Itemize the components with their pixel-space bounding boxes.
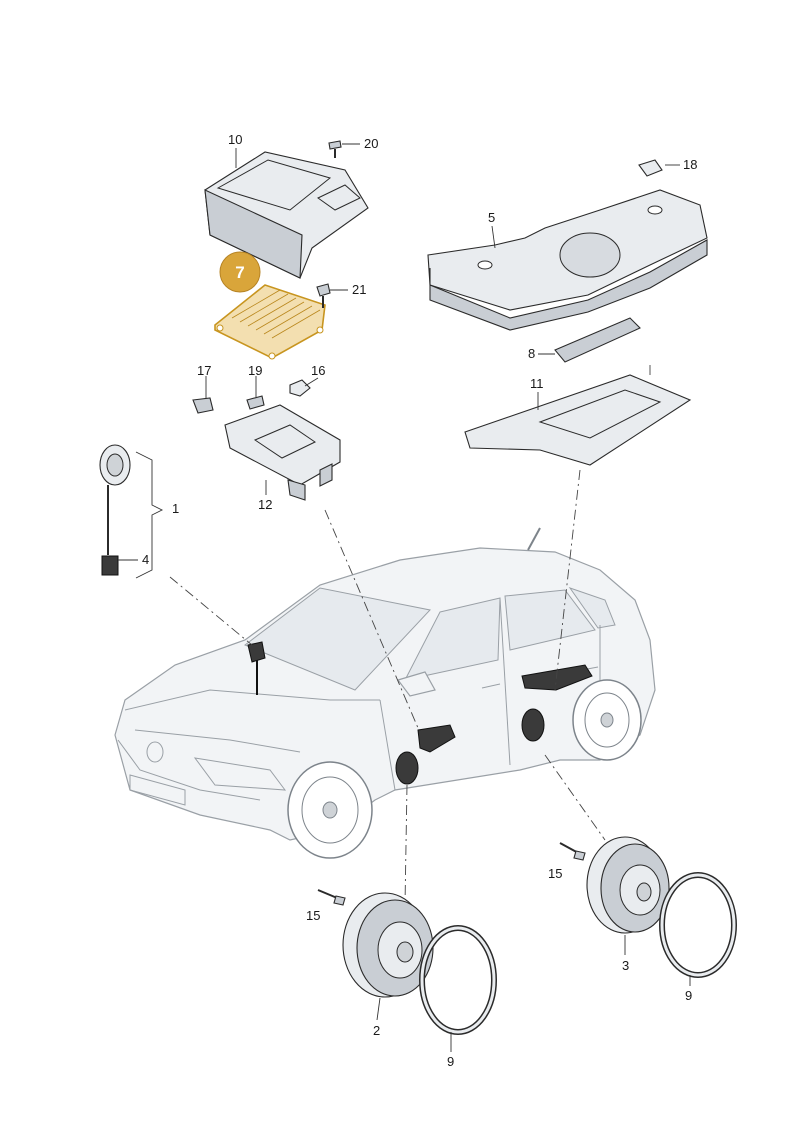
part-19 [246, 395, 265, 410]
part-housing-5 [427, 189, 708, 331]
callout-4: 4 [142, 552, 149, 567]
car-illustration [114, 527, 656, 859]
tweeter-mark [247, 641, 266, 663]
callout-5: 5 [488, 210, 495, 225]
callout-17: 17 [197, 363, 211, 378]
callout-8: 8 [528, 346, 535, 361]
callout-21: 21 [352, 282, 366, 297]
highlight-badge: 7 [219, 251, 261, 293]
locator-lines [169, 365, 651, 906]
part-18 [638, 159, 663, 177]
callout-19: 19 [248, 363, 262, 378]
part-strip-8 [554, 317, 641, 363]
part-frame-11 [464, 374, 692, 466]
part-bracket-12 [224, 404, 341, 501]
part-21 [316, 283, 331, 297]
part-speaker-3 [586, 836, 670, 934]
part-17 [192, 397, 214, 414]
callout-3: 3 [622, 958, 629, 973]
part-cover-10 [204, 151, 369, 279]
callout-9a: 9 [447, 1054, 454, 1069]
callout-2: 2 [373, 1023, 380, 1038]
rear-door-speaker-mark [521, 708, 545, 742]
callout-18: 18 [683, 157, 697, 172]
callout-9b: 9 [685, 988, 692, 1003]
callout-labels: 1 2 3 4 5 8 9 9 10 11 12 15 15 16 17 18 … [142, 132, 697, 1069]
fasteners [192, 140, 663, 906]
front-door-insulation-mark [417, 724, 456, 753]
callout-15b: 15 [548, 866, 562, 881]
callout-16: 16 [311, 363, 325, 378]
callout-1: 1 [172, 501, 179, 516]
part-speaker-2 [342, 892, 434, 998]
callout-20: 20 [364, 136, 378, 151]
callout-11: 11 [530, 376, 544, 391]
callout-12: 12 [258, 497, 272, 512]
front-door-speaker-mark [395, 751, 419, 785]
badge-label: 7 [235, 263, 244, 282]
part-tweeter-1 [99, 444, 131, 576]
part-16 [289, 379, 311, 397]
part-control-unit-7 [214, 284, 326, 360]
callout-10: 10 [228, 132, 242, 147]
part-20 [328, 140, 342, 150]
callout-15a: 15 [306, 908, 320, 923]
leader-lines [118, 143, 691, 1052]
rear-door-insulation-mark [521, 664, 593, 691]
